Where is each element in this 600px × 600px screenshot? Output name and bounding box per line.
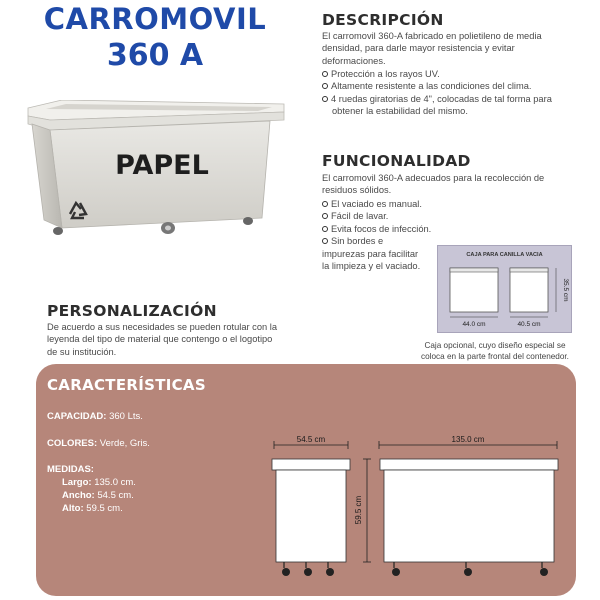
- dimension-drawings: 54.5 cm 59.5 cm 135.0 cm: [271, 435, 559, 576]
- dim-width-front-label: 135.0 cm: [452, 435, 485, 444]
- bullet-icon: [322, 225, 328, 232]
- list-item: Protección a los rayos UV.: [322, 68, 582, 80]
- funcionalidad-line: El carromovil 360-A adecuados para la re…: [322, 173, 545, 183]
- bullet-icon: [322, 238, 328, 245]
- list-item: Evita focos de infección.: [322, 223, 442, 235]
- personalizacion-text: De acuerdo a sus necesidades se pueden r…: [47, 321, 307, 358]
- caja-title: CAJA PARA CANILLA VACIA: [466, 252, 543, 258]
- list-item: 4 ruedas giratorias de 4", colocadas de …: [322, 93, 582, 105]
- descripcion-line: densidad, para darle mayor resistencia y…: [322, 43, 515, 54]
- bin-illustration: PAPEL: [22, 99, 287, 240]
- caracteristicas-panel: CARACTERÍSTICAS CAPACIDAD: 360 Lts. COLO…: [36, 364, 576, 596]
- bullet-icon: [322, 95, 328, 102]
- funcionalidad-line: residuos sólidos.: [322, 185, 392, 196]
- list-item: Sin bordes e: [322, 235, 442, 247]
- caja-height-label: 35.5 cm: [562, 278, 569, 301]
- caja-width2-label: 40.5 cm: [517, 321, 540, 328]
- descripcion-heading: DESCRIPCIÓN: [322, 11, 444, 29]
- bullet-icon: [322, 83, 328, 90]
- caracteristicas-heading: CARACTERÍSTICAS: [47, 376, 206, 394]
- recycle-icon: [68, 200, 88, 220]
- funcionalidad-bullets: El vaciado es manual. Fácil de lavar. Ev…: [322, 198, 442, 272]
- bin-label: PAPEL: [115, 150, 209, 181]
- medidas-label: MEDIDAS:: [47, 464, 94, 475]
- wheel-icon: [392, 562, 548, 576]
- caja-caption: Caja opcional, cuyo diseño especial se c…: [421, 341, 569, 361]
- capacidad-row: CAPACIDAD: 360 Lts.: [47, 411, 143, 422]
- descripcion-bullets: Protección a los rayos UV. Altamente res…: [322, 68, 582, 118]
- personalizacion-line: De acuerdo a sus necesidades se pueden r…: [47, 322, 277, 332]
- bullet-icon: [322, 213, 328, 220]
- personalizacion-heading: PERSONALIZACIÓN: [47, 302, 217, 320]
- caja-width1-label: 44.0 cm: [462, 321, 485, 328]
- personalizacion-line: leyenda del tipo de material que conteng…: [47, 334, 273, 345]
- list-item: impurezas para facilitar: [322, 248, 419, 259]
- descripcion-line: deformaciones.: [322, 55, 386, 66]
- descripcion-text: El carromovil 360-A fabricado en polieti…: [322, 30, 577, 67]
- alto-row: Alto: 59.5 cm.: [62, 503, 123, 514]
- wheel-icon: [282, 562, 334, 576]
- list-item: la limpieza y el vaciado.: [322, 261, 421, 272]
- product-title-line2: 360 A: [106, 38, 204, 73]
- list-item: El vaciado es manual.: [322, 198, 442, 210]
- dim-height-label: 59.5 cm: [354, 495, 363, 524]
- personalizacion-line: de su institución.: [47, 346, 117, 357]
- descripcion-line: El carromovil 360-A fabricado en polieti…: [322, 31, 542, 41]
- list-item: obtener la estabilidad del mismo.: [332, 106, 468, 117]
- list-item: Altamente resistente a las condiciones d…: [322, 80, 582, 92]
- funcionalidad-heading: FUNCIONALIDAD: [322, 152, 471, 170]
- caja-panel: CAJA PARA CANILLA VACIA 44.0 cm 40.5 cm …: [437, 245, 572, 333]
- list-item: Fácil de lavar.: [322, 210, 442, 222]
- ancho-row: Ancho: 54.5 cm.: [62, 490, 134, 501]
- funcionalidad-text: El carromovil 360-A adecuados para la re…: [322, 172, 582, 197]
- largo-row: Largo: 135.0 cm.: [62, 477, 136, 488]
- bullet-icon: [322, 71, 328, 77]
- dim-width-side-label: 54.5 cm: [297, 435, 326, 444]
- bullet-icon: [322, 201, 328, 207]
- product-title-line1: CARROMOVIL: [43, 2, 267, 36]
- colores-row: COLORES: Verde, Gris.: [47, 438, 150, 449]
